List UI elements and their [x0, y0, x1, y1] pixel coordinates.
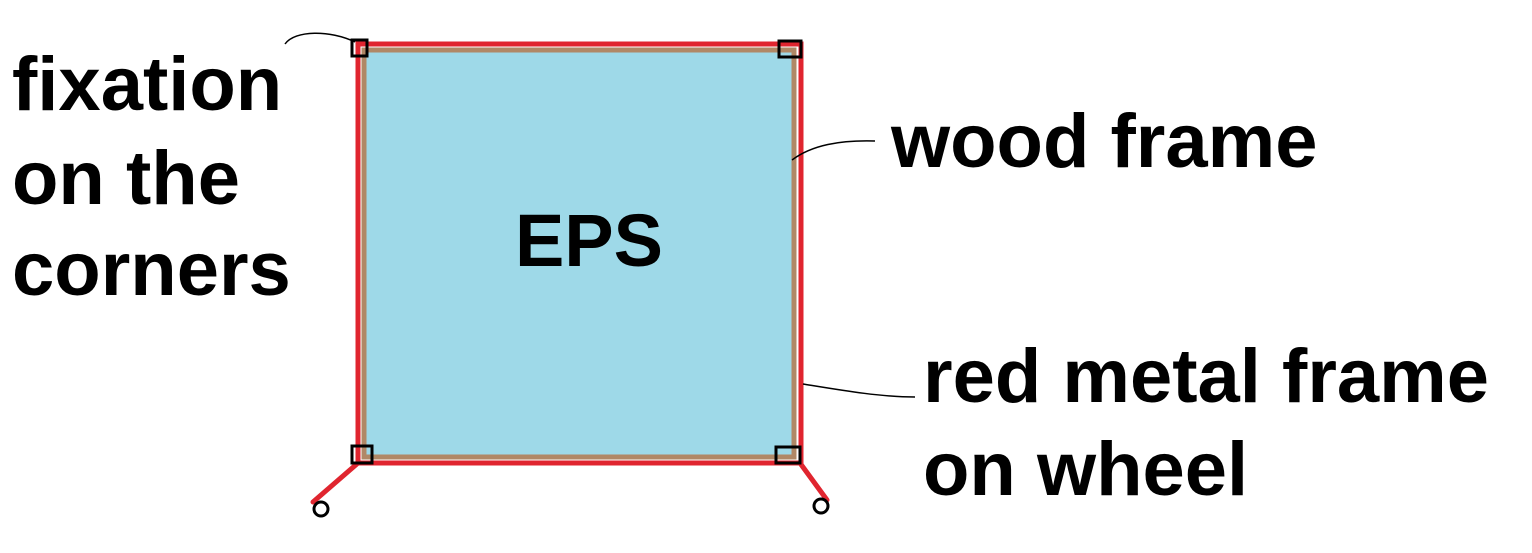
red-metal-frame: [355, 41, 804, 466]
fixation-label-line-3: corners: [12, 227, 291, 312]
corner-fixation-top-left: [350, 38, 369, 58]
corner-fixation-bottom-left: [350, 444, 374, 465]
metal-frame-label-line-2: on wheel: [923, 427, 1248, 512]
eps-label: EPS: [515, 199, 663, 282]
fixation-leader-line: [284, 32, 356, 45]
left-leg: [310, 460, 361, 505]
right-wheel-icon: [812, 497, 830, 515]
metal-frame-leader-line: [802, 383, 916, 398]
wood-frame-label: wood frame: [890, 99, 1318, 184]
eps-panel: [364, 50, 794, 457]
metal-frame-label-line-1: red metal frame: [923, 334, 1489, 419]
fixation-label-line-1: fixation: [12, 42, 282, 127]
wood-frame: [361, 47, 797, 460]
right-leg: [797, 460, 830, 503]
corner-fixation-top-right: [777, 39, 803, 59]
wood-frame-leader-line: [791, 140, 876, 161]
corner-fixation-bottom-right: [774, 445, 802, 465]
left-wheel-icon: [312, 500, 330, 518]
fixation-label-line-2: on the: [12, 136, 240, 221]
